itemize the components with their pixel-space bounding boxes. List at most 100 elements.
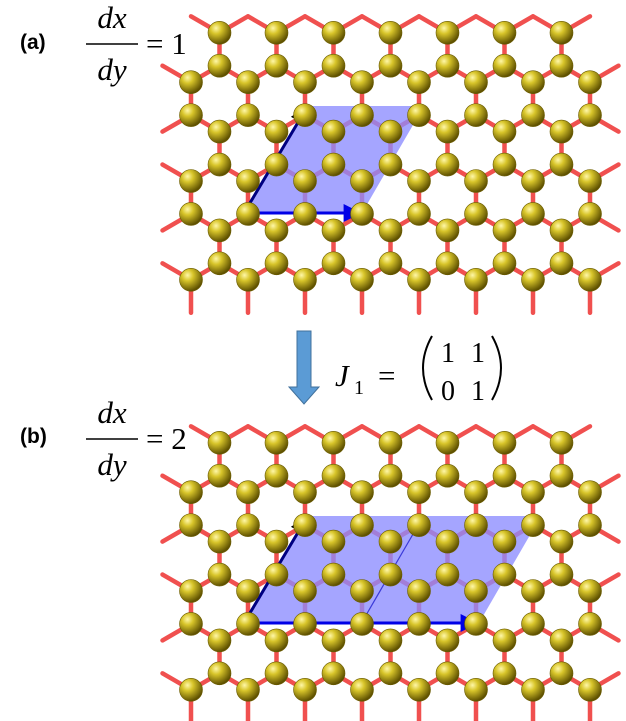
matrix-right-paren [491,335,502,401]
atom [492,152,517,177]
atom [435,218,460,243]
atom [293,103,317,127]
atom [264,430,289,455]
atom [549,53,574,78]
atom [492,119,517,144]
atom [464,579,488,603]
atom [293,579,317,603]
atom [578,513,602,537]
atom [378,463,403,488]
atom [407,513,431,537]
atom [407,103,431,127]
atom [350,480,374,505]
atom [464,267,488,292]
atom [207,463,232,488]
atom [293,267,317,292]
atom [264,152,289,177]
panel-b-numerator: dx [97,395,127,430]
atom [350,169,374,193]
atom [378,218,403,243]
atom [578,579,602,603]
atom [321,251,346,276]
atom [378,20,403,45]
atom [521,103,545,127]
atom [207,53,232,78]
atom [207,152,232,177]
atom [464,202,488,226]
atom [264,251,289,276]
transform-subscript: 1 [354,377,364,399]
panel-b-label: (b) [20,425,47,448]
atom [207,529,232,554]
panel-a: (a) dx dy = 1 [20,0,621,315]
matrix-left-paren [422,335,433,401]
panel-a-lattice [160,14,621,315]
atom [179,169,203,193]
atom [321,152,346,177]
atom [264,218,289,243]
atom [264,529,289,554]
atom [236,267,260,292]
transform-symbol: J [335,358,350,393]
atom [378,661,403,686]
atom [435,628,460,653]
atom [492,661,517,686]
panel-b: (b) dx dy = 2 [20,395,621,721]
atom [179,480,203,505]
atom [521,612,545,636]
atom [179,267,203,292]
atom [378,529,403,554]
atom [407,267,431,292]
atom [179,612,203,636]
atom [435,463,460,488]
atom [264,661,289,686]
atom [179,677,203,702]
transform-equals: = [378,358,395,393]
atom [179,579,203,603]
atom [350,267,374,292]
atom [264,119,289,144]
atom [407,202,431,226]
atom [549,119,574,144]
atom [464,612,488,636]
atom [293,480,317,505]
atom [578,103,602,127]
transform-group: J 1 = 1 1 0 1 [287,330,502,407]
atom [435,430,460,455]
atom [236,513,260,537]
atom [350,677,374,702]
atom [207,119,232,144]
atom [236,103,260,127]
atom [378,53,403,78]
atom [464,103,488,127]
atom [179,202,203,226]
atom [407,579,431,603]
atom [236,70,260,94]
atom [549,20,574,45]
atom [407,480,431,505]
atom [578,267,602,292]
atom [492,251,517,276]
atom [321,218,346,243]
atom [492,529,517,554]
atom-set [179,20,602,292]
atom [207,661,232,686]
atom [293,677,317,702]
atom [321,628,346,653]
atom [350,513,374,537]
atom [521,513,545,537]
atom [521,70,545,94]
atom [350,579,374,603]
atom [492,53,517,78]
atom [350,70,374,94]
atom [549,661,574,686]
atom [293,513,317,537]
matrix-cell-0-1: 1 [471,338,485,369]
atom [207,251,232,276]
atom [378,251,403,276]
atom [407,169,431,193]
panel-a-denominator: dy [97,52,127,87]
atom [378,119,403,144]
atom [435,251,460,276]
